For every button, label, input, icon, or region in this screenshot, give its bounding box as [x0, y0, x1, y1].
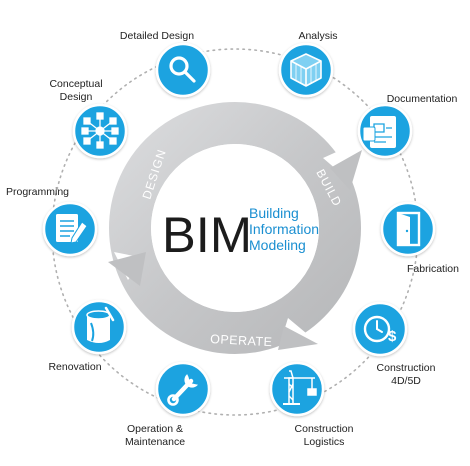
door-icon [396, 211, 421, 247]
clock-dollar-icon: $ [363, 315, 397, 345]
wrench-icon [167, 374, 199, 406]
bim-acronym: BIM [162, 207, 252, 263]
stage-node-conceptual-design [72, 103, 128, 159]
cycle-label-operate: OPERATE [210, 332, 273, 349]
label-documentation: Documentation [386, 93, 458, 105]
checklist-pencil-icon [56, 214, 88, 244]
stage-node-documentation [357, 103, 413, 159]
paint-bucket-icon [86, 306, 115, 343]
label-construction-logistics: Construction Logistics [282, 423, 366, 449]
stage-node-programming [42, 201, 98, 257]
bim-line-modeling: Modeling [249, 237, 306, 253]
label-programming: Programming [6, 186, 70, 198]
label-analysis: Analysis [298, 30, 338, 42]
stage-node-construction-4d5d: $ [352, 301, 408, 357]
stage-node-construction-logistics [269, 361, 325, 417]
network-diagram-icon [81, 112, 119, 149]
label-operation-maintenance-line2: Maintenance [124, 436, 186, 448]
label-detailed-design: Detailed Design [119, 30, 195, 42]
cycle-ring [108, 102, 362, 354]
bim-line-building: Building [249, 205, 299, 221]
tower-crane-icon [283, 370, 317, 405]
label-construction-4d5d-line2: 4D/5D [391, 375, 421, 387]
blueprint-document-icon [362, 116, 396, 148]
cube-icon [290, 53, 322, 87]
stage-node-operation-maintenance [155, 361, 211, 417]
bim-wordmark: BIM Building Information Modeling [162, 205, 319, 263]
label-conceptual-design: Conceptual Design [38, 78, 114, 104]
magnifier-icon [169, 56, 196, 83]
label-construction-logistics-line2: Logistics [303, 436, 345, 448]
label-renovation: Renovation [48, 361, 102, 373]
label-construction-4d5d: Construction 4D/5D [364, 362, 448, 388]
label-construction-logistics-line1: Construction [294, 423, 354, 435]
label-construction-4d5d-line1: Construction [376, 362, 436, 374]
stage-node-analysis [278, 42, 334, 98]
label-conceptual-design-line2: Design [59, 91, 93, 103]
label-operation-maintenance-line1: Operation & [126, 423, 184, 435]
svg-text:$: $ [388, 328, 397, 345]
label-operation-maintenance: Operation & Maintenance [110, 423, 200, 449]
stage-node-renovation [71, 299, 127, 355]
stage-node-detailed-design [155, 42, 211, 98]
stage-node-fabrication [380, 201, 436, 257]
label-conceptual-design-line1: Conceptual [49, 78, 103, 90]
label-fabrication: Fabrication [407, 263, 459, 275]
bim-line-information: Information [249, 221, 319, 237]
